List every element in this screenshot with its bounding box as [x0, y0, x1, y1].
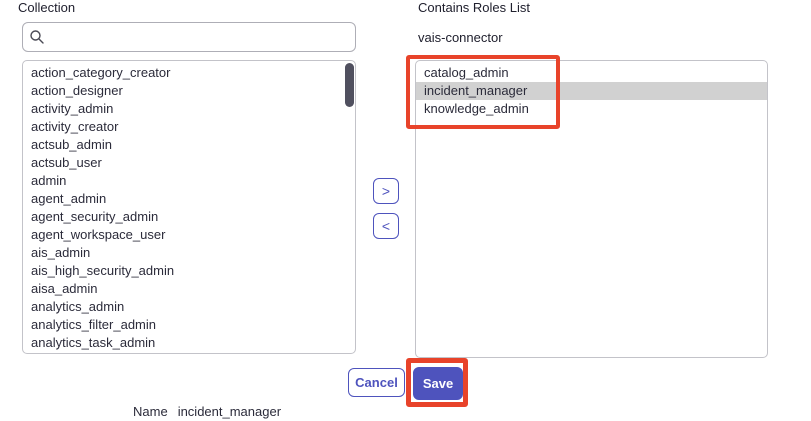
name-label: Name	[133, 404, 168, 419]
collection-search-box[interactable]	[22, 22, 356, 52]
list-item[interactable]: activity_admin	[31, 101, 114, 116]
contains-roles-list-title: Contains Roles List	[418, 0, 530, 15]
list-item[interactable]: agent_workspace_user	[31, 227, 166, 242]
collection-search-input[interactable]	[51, 28, 349, 46]
cancel-button[interactable]: Cancel	[348, 368, 405, 397]
list-item[interactable]: analytics_task_admin	[31, 335, 156, 350]
list-item[interactable]: aisa_admin	[31, 281, 98, 296]
move-left-button[interactable]: <	[373, 213, 399, 239]
connector-name-label: vais-connector	[418, 30, 503, 45]
list-item[interactable]: action_designer	[31, 83, 123, 98]
list-item[interactable]: analytics_admin	[31, 299, 125, 314]
list-item[interactable]: admin	[31, 173, 67, 188]
list-item[interactable]: analytics_viewer	[23, 352, 355, 353]
list-item[interactable]: agent_admin	[31, 191, 107, 206]
move-right-button[interactable]: >	[373, 178, 399, 204]
list-item[interactable]: actsub_user	[31, 155, 102, 170]
collection-list-scrollbar-thumb[interactable]	[345, 63, 354, 107]
save-button[interactable]: Save	[413, 367, 463, 400]
list-item[interactable]: incident_manager	[416, 82, 767, 100]
list-item[interactable]: agent_security_admin	[31, 209, 159, 224]
name-row: Name incident_manager	[133, 404, 281, 419]
list-item[interactable]: analytics_filter_admin	[31, 317, 157, 332]
list-item[interactable]: catalog_admin	[424, 65, 509, 80]
list-item[interactable]: ais_high_security_admin	[31, 263, 175, 278]
search-icon	[30, 30, 44, 44]
list-item[interactable]: activity_creator	[31, 119, 119, 134]
collection-panel-title: Collection	[18, 0, 76, 15]
list-item[interactable]: action_category_creator	[31, 65, 171, 80]
list-item[interactable]: ais_admin	[31, 245, 91, 260]
name-value: incident_manager	[177, 404, 282, 419]
list-item[interactable]: knowledge_admin	[424, 101, 529, 116]
list-item[interactable]: actsub_admin	[31, 137, 112, 152]
